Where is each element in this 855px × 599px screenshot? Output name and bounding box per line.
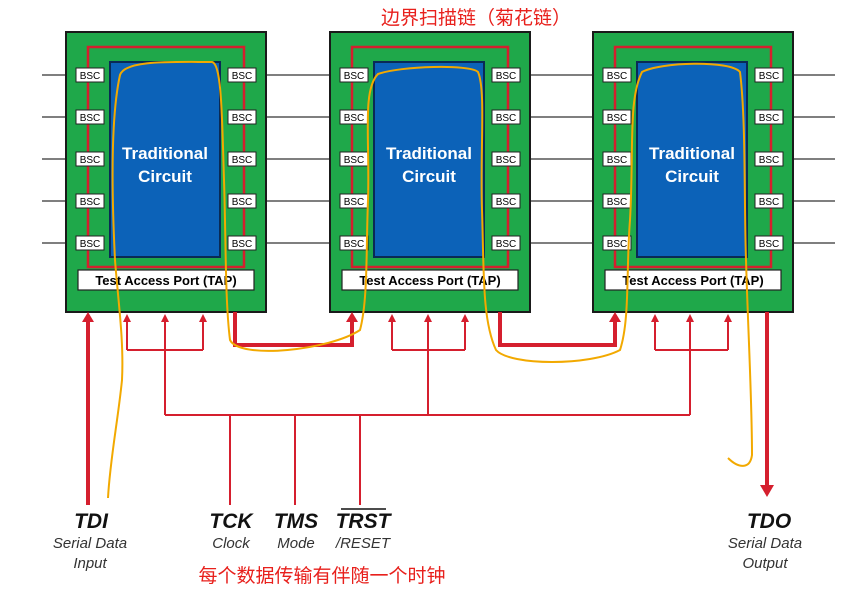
bsc-label: BSC — [344, 71, 365, 82]
bsc-cell — [75, 151, 105, 167]
chain-arrow-1-icon — [346, 312, 358, 322]
diagram-title: 边界扫描链（菊花链） — [381, 7, 571, 29]
tdi-desc-line1: Serial Data — [53, 535, 127, 552]
bsc-label: BSC — [344, 155, 365, 166]
chain-link-2-3 — [498, 312, 617, 347]
tap-label: Test Access Port (TAP) — [95, 273, 236, 288]
core-circuit — [373, 61, 485, 258]
bsc-cell — [754, 109, 784, 125]
bsc-label: BSC — [607, 155, 628, 166]
core-label-line1: Traditional — [122, 144, 208, 163]
tap-label: Test Access Port (TAP) — [622, 273, 763, 288]
chain-arrow-2-icon — [609, 312, 621, 322]
tap-box — [341, 269, 519, 291]
bsc-label: BSC — [759, 155, 780, 166]
bsc-cell — [754, 67, 784, 83]
bsc-cell — [227, 109, 257, 125]
bsc-cell — [754, 151, 784, 167]
bsc-label: BSC — [80, 155, 101, 166]
bsc-label: BSC — [232, 197, 253, 208]
core-label-line2: Circuit — [138, 167, 192, 186]
bsc-label: BSC — [759, 197, 780, 208]
bsc-label: BSC — [607, 71, 628, 82]
tdo-desc-line1: Serial Data — [728, 535, 802, 552]
core-label-line2: Circuit — [665, 167, 719, 186]
bsc-label: BSC — [344, 239, 365, 250]
core-circuit — [109, 61, 221, 258]
bsc-label: BSC — [759, 239, 780, 250]
tap-box — [77, 269, 255, 291]
bsc-label: BSC — [232, 71, 253, 82]
bsc-cell — [491, 109, 521, 125]
tdo-arrow-icon — [760, 485, 774, 497]
bsc-label: BSC — [80, 197, 101, 208]
bsc-cell — [227, 151, 257, 167]
bsc-label: BSC — [607, 113, 628, 124]
bsc-label: BSC — [607, 239, 628, 250]
trst-label: TRST — [336, 510, 393, 533]
bsc-cell — [75, 109, 105, 125]
bsc-cell — [227, 193, 257, 209]
tck-label: TCK — [209, 510, 254, 533]
tck-desc: Clock — [212, 535, 251, 552]
tap-box — [604, 269, 782, 291]
bsc-cell — [602, 235, 632, 251]
core-label-line1: Traditional — [649, 144, 735, 163]
tms-label: TMS — [274, 510, 318, 533]
bsc-cell — [754, 193, 784, 209]
trst-desc: /RESET — [335, 535, 392, 552]
bsc-cell — [75, 193, 105, 209]
tdo-label: TDO — [747, 510, 791, 533]
bsc-label: BSC — [607, 197, 628, 208]
bsc-cell — [339, 67, 369, 83]
bsc-label: BSC — [80, 113, 101, 124]
bsc-cell — [602, 109, 632, 125]
bsc-cell — [75, 235, 105, 251]
bsc-label: BSC — [496, 113, 517, 124]
bsc-label: BSC — [80, 71, 101, 82]
core-circuit — [636, 61, 748, 258]
bsc-cell — [75, 67, 105, 83]
tdi-desc-line2: Input — [73, 555, 107, 572]
bsc-cell — [491, 235, 521, 251]
bsc-label: BSC — [344, 197, 365, 208]
tdi-label: TDI — [74, 510, 109, 533]
bsc-cell — [602, 67, 632, 83]
tms-desc: Mode — [277, 535, 315, 552]
bsc-label: BSC — [496, 197, 517, 208]
bsc-label: BSC — [759, 113, 780, 124]
tdo-desc-line2: Output — [742, 555, 788, 572]
bsc-cell — [339, 235, 369, 251]
bsc-label: BSC — [232, 155, 253, 166]
footnote: 每个数据传输有伴随一个时钟 — [198, 565, 445, 587]
bsc-label: BSC — [232, 239, 253, 250]
bsc-cell — [227, 235, 257, 251]
bsc-label: BSC — [496, 71, 517, 82]
core-label-line1: Traditional — [386, 144, 472, 163]
bsc-cell — [491, 193, 521, 209]
bsc-label: BSC — [496, 239, 517, 250]
bsc-label: BSC — [232, 113, 253, 124]
control-bus — [82, 312, 774, 505]
tdi-arrow-icon — [82, 312, 94, 322]
bsc-cell — [491, 67, 521, 83]
core-label-line2: Circuit — [402, 167, 456, 186]
signal-labels: TDI Serial Data Input TCK Clock TMS Mode… — [53, 508, 802, 572]
bsc-label: BSC — [344, 113, 365, 124]
bsc-cell — [754, 235, 784, 251]
bsc-label: BSC — [759, 71, 780, 82]
chain-link-1-2 — [233, 312, 354, 347]
bsc-cell — [491, 151, 521, 167]
scan-chain-path — [107, 60, 754, 499]
bsc-label: BSC — [80, 239, 101, 250]
bsc-cell — [227, 67, 257, 83]
tap-label: Test Access Port (TAP) — [359, 273, 500, 288]
bsc-label: BSC — [496, 155, 517, 166]
